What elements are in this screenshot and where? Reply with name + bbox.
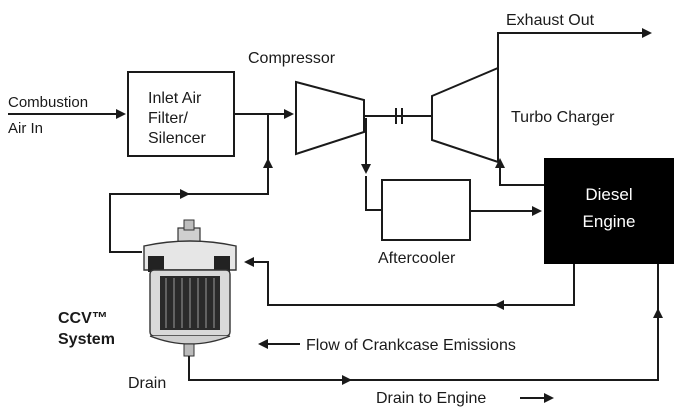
compressor-label: Compressor	[248, 50, 336, 67]
compressor: Compressor	[248, 50, 365, 156]
ccv-to-intake-path	[109, 114, 273, 253]
crankcase-return-path	[244, 257, 575, 310]
combustion-label-line2: Air In	[8, 120, 43, 137]
inlet-label-line2: Filter/	[148, 110, 189, 127]
engine-label-line1: Diesel	[585, 185, 632, 204]
aftercooler-label: Aftercooler	[378, 250, 456, 267]
legend-crankcase-flow: Flow of Crankcase Emissions	[258, 337, 516, 354]
turbo-shape	[431, 66, 499, 164]
exhaust-out: Exhaust Out	[497, 12, 652, 70]
engine-to-turbo-arrow	[495, 158, 546, 186]
exhaust-arrow	[497, 28, 652, 70]
drain-label: Drain	[128, 375, 166, 392]
engine-box	[544, 158, 674, 264]
turbo-charger: Turbo Charger	[431, 66, 615, 164]
inlet-air-filter: Inlet Air Filter/ Silencer	[127, 71, 235, 157]
compressor-to-aftercooler-line	[365, 176, 382, 211]
compressor-shape	[295, 80, 365, 156]
drain-to-engine-label: Drain to Engine	[376, 390, 486, 407]
drain-to-engine-line	[350, 308, 663, 381]
inlet-label-line1: Inlet Air	[148, 90, 202, 107]
drain-path: Drain Drain to Engine	[128, 264, 663, 407]
ccv-device	[143, 219, 237, 357]
flow-crankcase-label: Flow of Crankcase Emissions	[306, 337, 516, 354]
turbo-charger-label: Turbo Charger	[511, 109, 615, 126]
turbo-shaft	[364, 108, 432, 124]
drain-arrow-1	[188, 356, 352, 385]
diesel-engine: Diesel Engine	[544, 158, 674, 264]
ccv-label-line1: CCV™	[58, 310, 108, 327]
combustion-air-in: Combustion Air In	[8, 94, 126, 137]
engine-label-line2: Engine	[583, 212, 636, 231]
ccv-label-line2: System	[58, 331, 115, 348]
inlet-label-line3: Silencer	[148, 130, 206, 147]
combustion-label-line1: Combustion	[8, 94, 88, 111]
aftercooler: Aftercooler	[378, 179, 471, 267]
aftercooler-box	[381, 179, 471, 241]
exhaust-out-label: Exhaust Out	[506, 12, 595, 29]
